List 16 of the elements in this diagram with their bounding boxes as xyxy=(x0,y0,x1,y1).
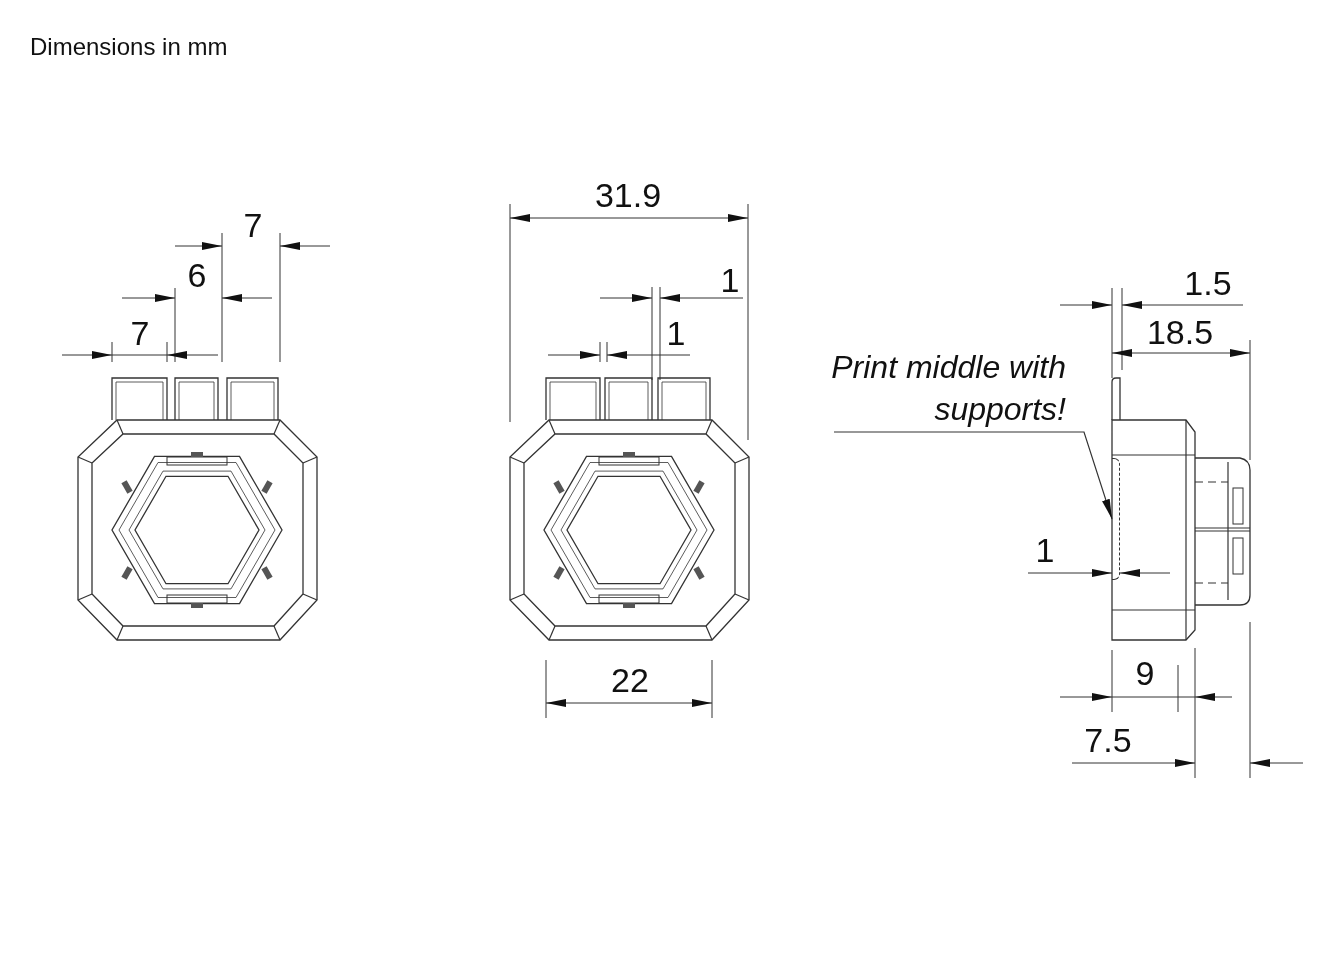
dimension-value: 7 xyxy=(243,207,263,243)
dimension-value: 1 xyxy=(1035,532,1055,568)
recessed-middle-wall xyxy=(1112,458,1120,580)
note-text: Print middle with supports! xyxy=(826,346,1066,430)
dimension-value: 7.5 xyxy=(1084,722,1132,758)
dimension-value: 7 xyxy=(130,315,150,351)
title: Dimensions in mm xyxy=(30,33,228,61)
dimension-value: 9 xyxy=(1135,655,1155,691)
dimension-value: 6 xyxy=(187,257,207,293)
dimension-value: 1.5 xyxy=(1184,265,1232,301)
dimension-value: 22 xyxy=(611,662,649,698)
dimension-value: 1 xyxy=(720,262,740,298)
dimension-value: 31.9 xyxy=(594,177,662,213)
dimension-value: 18.5 xyxy=(1146,314,1214,350)
leader-line xyxy=(833,431,1113,520)
dimension-value: 1 xyxy=(666,315,686,351)
